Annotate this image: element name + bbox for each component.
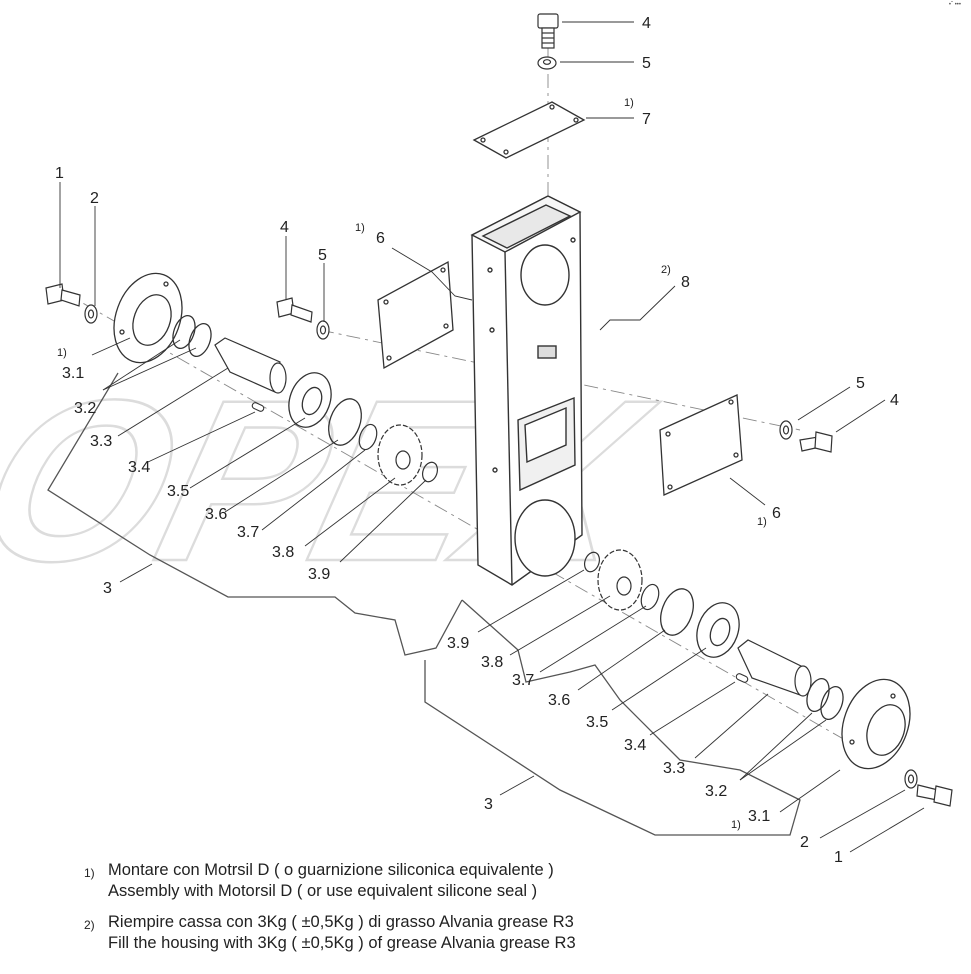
callout-3.4-right: 3.4 bbox=[624, 737, 646, 754]
callout-6-right: 6 bbox=[772, 505, 781, 522]
notes-section: 1) Montare con Motrsil D ( o guarnizione… bbox=[84, 860, 964, 964]
callout-3.9-right: 3.9 bbox=[447, 635, 469, 652]
washer-2-left bbox=[84, 304, 98, 324]
callout-3.8-right: 3.8 bbox=[481, 654, 503, 671]
washer-5-right bbox=[779, 420, 793, 440]
marker-note-1-3.1-left: 1) bbox=[57, 347, 67, 359]
corner-mark: •ˆ ••• bbox=[948, 2, 961, 8]
sprocket-3.8-right bbox=[597, 549, 643, 611]
marker-note-1-6-right: 1) bbox=[757, 516, 767, 528]
cover-plate-6-left bbox=[377, 260, 454, 370]
callout-4-top: 4 bbox=[642, 15, 651, 32]
key-3.4-right bbox=[735, 673, 749, 683]
housing-8 bbox=[470, 195, 583, 586]
marker-note-2-8: 2) bbox=[661, 264, 671, 276]
callout-3.4-left: 3.4 bbox=[128, 459, 150, 476]
bolt-1-right bbox=[916, 784, 953, 807]
marker-note-1-7: 1) bbox=[624, 97, 634, 109]
washer-2-right bbox=[904, 769, 918, 789]
callout-3.3-left: 3.3 bbox=[90, 433, 112, 450]
callout-7: 7 bbox=[642, 111, 651, 128]
washer-5-top bbox=[537, 56, 557, 70]
callout-8: 8 bbox=[681, 274, 690, 291]
spacer-3.7-left bbox=[358, 423, 378, 451]
spacer-3.7-right bbox=[640, 583, 660, 611]
callout-labels: 4 5 7 1 2 4 5 6 8 3.1 3.2 3.3 3.4 3.5 3.… bbox=[55, 15, 899, 866]
callout-1-left: 1 bbox=[55, 165, 64, 182]
callout-3.1-left: 3.1 bbox=[62, 365, 84, 382]
callout-3-right: 3 bbox=[484, 796, 493, 813]
washer-5-mid bbox=[316, 320, 330, 340]
ring-3.9-left bbox=[421, 461, 439, 483]
bearing-3.5-right bbox=[696, 602, 740, 658]
callout-5-top: 5 bbox=[642, 55, 651, 72]
bolt-1-left bbox=[45, 283, 81, 307]
callout-4-mid: 4 bbox=[280, 219, 289, 236]
bolt-4-mid bbox=[276, 297, 313, 323]
callout-2-right: 2 bbox=[800, 834, 809, 851]
note-1-marker: 1) bbox=[84, 866, 95, 880]
note-2-text: Riempire cassa con 3Kg ( ±0,5Kg ) di gra… bbox=[108, 912, 576, 954]
callout-3.5-right: 3.5 bbox=[586, 714, 608, 731]
marker-note-1-6-left: 1) bbox=[355, 222, 365, 234]
circlip-3.6-right bbox=[660, 588, 694, 636]
note-1-text: Montare con Motrsil D ( o guarnizione si… bbox=[108, 860, 554, 902]
note-2-marker: 2) bbox=[84, 918, 95, 932]
callout-2-left: 2 bbox=[90, 190, 99, 207]
callout-5-mid: 5 bbox=[318, 247, 327, 264]
ring-3.9-right bbox=[583, 551, 601, 573]
assembly-3-outline-right bbox=[424, 599, 801, 836]
flange-3.1-left bbox=[113, 272, 183, 364]
callout-3.1-right: 3.1 bbox=[748, 808, 770, 825]
o-rings-3.2-right bbox=[806, 678, 844, 720]
callout-3.5-left: 3.5 bbox=[167, 483, 189, 500]
callout-6-left: 6 bbox=[376, 230, 385, 247]
callout-3.9-left: 3.9 bbox=[308, 566, 330, 583]
note-markers: 1) 1) 2) 1) 1) 1) bbox=[57, 97, 767, 831]
assembly-3-outline-left bbox=[47, 372, 463, 656]
callout-3.6-left: 3.6 bbox=[205, 506, 227, 523]
shaft-3.3-right bbox=[737, 639, 812, 697]
key-3.4-left bbox=[251, 402, 265, 412]
note-2: 2) Riempire cassa con 3Kg ( ±0,5Kg ) di … bbox=[84, 912, 964, 954]
circlip-3.6-left bbox=[328, 398, 362, 446]
callout-3.6-right: 3.6 bbox=[548, 692, 570, 709]
callout-1-right: 1 bbox=[834, 849, 843, 866]
note-1-english: Assembly with Motorsil D ( or use equiva… bbox=[108, 882, 538, 900]
leader-lines bbox=[59, 21, 925, 853]
o-rings-3.2-left bbox=[172, 315, 212, 357]
callout-3.3-right: 3.3 bbox=[663, 760, 685, 777]
callout-3.8-left: 3.8 bbox=[272, 544, 294, 561]
bearing-3.5-left bbox=[288, 372, 332, 428]
shaft-3.3-left bbox=[214, 337, 287, 394]
callout-3.2-left: 3.2 bbox=[74, 400, 96, 417]
cover-plate-7 bbox=[472, 101, 586, 159]
callout-3.2-right: 3.2 bbox=[705, 783, 727, 800]
callout-3.7-left: 3.7 bbox=[237, 524, 259, 541]
flange-3.1-right bbox=[841, 678, 911, 770]
note-1-italian: Montare con Motrsil D ( o guarnizione si… bbox=[108, 861, 554, 879]
bolt-4-top bbox=[537, 13, 559, 49]
callout-4-right: 4 bbox=[890, 392, 899, 409]
marker-note-1-3.1-right: 1) bbox=[731, 819, 741, 831]
note-2-english: Fill the housing with 3Kg ( ±0,5Kg ) of … bbox=[108, 934, 576, 952]
callout-5-right: 5 bbox=[856, 375, 865, 392]
callout-3-left: 3 bbox=[103, 580, 112, 597]
cover-plate-6-right bbox=[659, 394, 743, 496]
bolt-4-right bbox=[799, 431, 833, 453]
sprocket-3.8-left bbox=[377, 424, 423, 486]
note-2-italian: Riempire cassa con 3Kg ( ±0,5Kg ) di gra… bbox=[108, 913, 574, 931]
callout-3.7-right: 3.7 bbox=[512, 672, 534, 689]
note-1: 1) Montare con Motrsil D ( o guarnizione… bbox=[84, 860, 964, 902]
